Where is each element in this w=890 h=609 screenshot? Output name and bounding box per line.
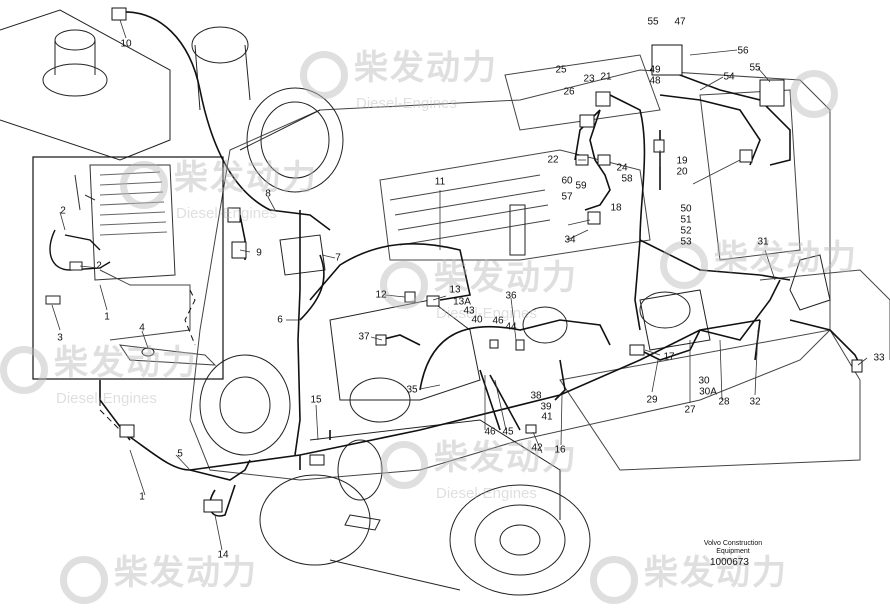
callout-label: 7 — [335, 252, 341, 264]
callout-label: 27 — [684, 404, 696, 416]
callout-label: 10 — [120, 38, 132, 50]
callout-label: 60 — [561, 175, 573, 187]
callout-label: 18 — [610, 202, 622, 214]
document-number: 1000673 — [710, 557, 749, 568]
callout-label: 45 — [502, 426, 514, 438]
fuel-tank — [0, 9, 171, 161]
callout-label: 59 — [575, 180, 587, 192]
transmission — [279, 204, 831, 423]
callout-label: 35 — [406, 384, 418, 396]
callout-label: 11 — [434, 176, 446, 188]
callout-label: 8 — [265, 188, 271, 200]
callout-label: 2 — [96, 260, 102, 272]
callout-label: 9 — [256, 247, 262, 259]
callout-label: 29 — [646, 394, 658, 406]
leader-lines — [51, 19, 868, 551]
callout-label: 24 — [616, 162, 628, 174]
callout-label: 28 — [718, 396, 730, 408]
callout-label: 34 — [564, 234, 576, 246]
callout-label: 30 — [698, 375, 710, 387]
callout-label: 17 — [663, 351, 675, 363]
callout-label: 4 — [139, 322, 145, 334]
callout-label: 48 — [649, 75, 661, 87]
wiring-harness — [99, 11, 861, 517]
callout-label: 5 — [177, 448, 183, 460]
axle-assembly — [199, 354, 591, 596]
inset-detail — [32, 156, 224, 431]
callout-label: 55 — [647, 16, 659, 28]
publisher-caption: Volvo Construction Equipment — [698, 540, 768, 556]
callout-label: 13A — [453, 296, 471, 308]
callout-label: 58 — [621, 173, 633, 185]
callout-label: 1 — [104, 311, 110, 323]
caption-line-1: Volvo Construction — [703, 540, 763, 547]
callout-label: 19 — [676, 155, 688, 167]
callout-label: 51 — [680, 214, 692, 226]
callout-label: 46 — [492, 315, 504, 327]
callout-label: 20 — [676, 166, 688, 178]
callout-label: 13 — [449, 284, 461, 296]
caption-line-2: Equipment — [716, 548, 750, 555]
callout-label: 36 — [505, 290, 517, 302]
callout-label: 43 — [463, 305, 475, 317]
callout-label: 56 — [737, 45, 749, 57]
callout-label: 30A — [699, 386, 717, 398]
callout-label: 33 — [873, 352, 885, 364]
callout-label: 38 — [530, 390, 542, 402]
callout-label: 3 — [57, 332, 63, 344]
callout-label: 53 — [680, 236, 692, 248]
callout-label: 16 — [554, 444, 566, 456]
callout-label: 40 — [471, 314, 483, 326]
callout-label: 14 — [217, 549, 229, 561]
callout-label: 54 — [723, 71, 735, 83]
callout-label: 25 — [555, 64, 567, 76]
callout-label: 42 — [531, 442, 543, 454]
callout-label: 47 — [674, 16, 686, 28]
callout-label: 23 — [583, 73, 595, 85]
callout-label: 50 — [680, 203, 692, 215]
callout-label: 46 — [484, 426, 496, 438]
callout-label: 41 — [541, 411, 553, 423]
callout-label: 44 — [505, 321, 517, 333]
callout-label: 22 — [547, 154, 559, 166]
callout-label: 57 — [561, 191, 573, 203]
callout-label: 39 — [540, 401, 552, 413]
callout-label: 26 — [563, 86, 575, 98]
callout-label: 1 — [139, 491, 145, 503]
callout-label: 21 — [600, 71, 612, 83]
callout-label: 31 — [757, 236, 769, 248]
callout-label: 2 — [60, 205, 66, 217]
callout-label: 37 — [358, 331, 370, 343]
engine-block — [189, 54, 890, 481]
callout-label: 15 — [310, 394, 322, 406]
callout-label: 49 — [649, 64, 661, 76]
callout-label: 12 — [375, 289, 387, 301]
callout-label: 32 — [749, 396, 761, 408]
callout-label: 55 — [749, 62, 761, 74]
callout-label: 52 — [680, 225, 692, 237]
callout-label: 6 — [277, 314, 283, 326]
